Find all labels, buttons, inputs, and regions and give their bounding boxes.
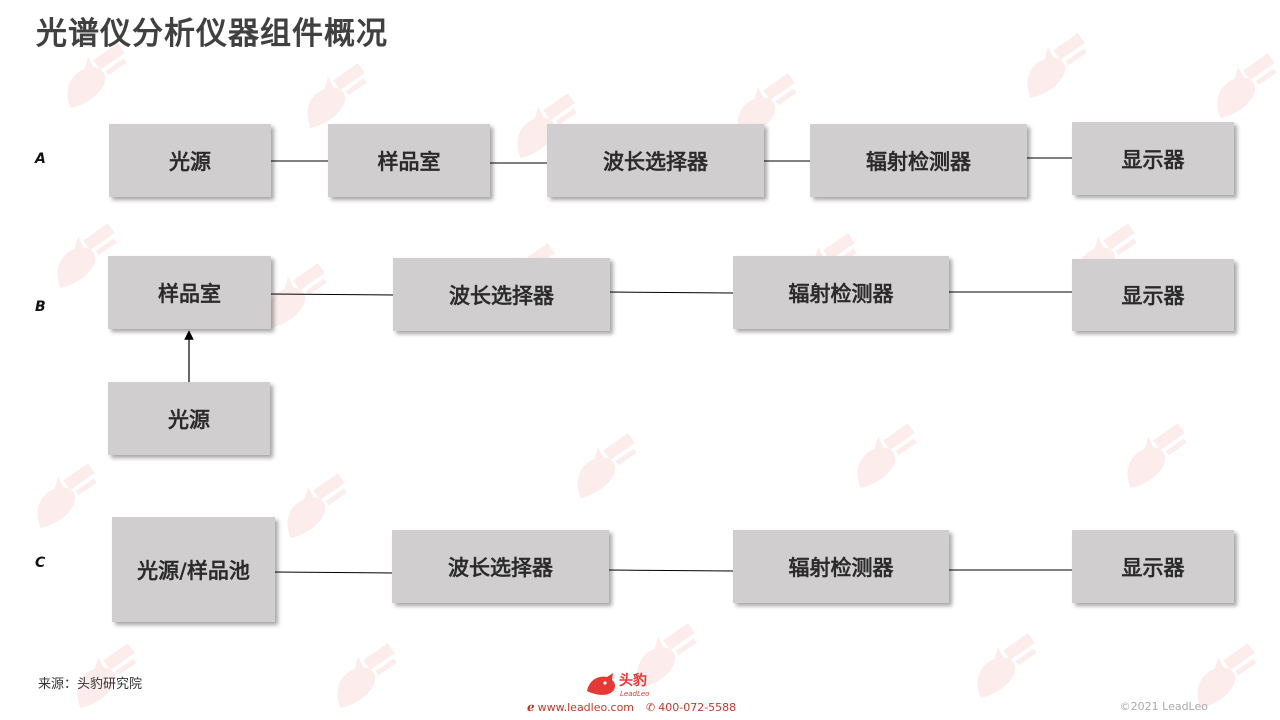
copyright: ©2021 LeadLeo: [1119, 700, 1208, 713]
box-b-light-source: 光源: [108, 382, 270, 455]
watermark-logo-icon: [1010, 30, 1100, 104]
contact-info: ℯ www.leadleo.com ✆ 400-072-5588: [527, 700, 736, 714]
box-a-wavelength-selector: 波长选择器: [547, 124, 764, 197]
box-a-radiation-detector: 辐射检测器: [810, 124, 1027, 197]
phone-number: 400-072-5588: [658, 700, 737, 714]
watermark-logo-icon: [840, 420, 930, 494]
box-b-wavelength-selector: 波长选择器: [393, 258, 610, 331]
watermark-logo-icon: [320, 640, 410, 714]
watermark-logo-icon: [1110, 420, 1200, 494]
box-c-source-sample-cell: 光源/样品池: [112, 517, 275, 622]
box-a-display: 显示器: [1072, 122, 1234, 195]
logo-text: 头豹: [619, 672, 647, 689]
source-note: 来源：头豹研究院: [38, 677, 143, 692]
connector-c-1: [274, 571, 393, 574]
connector-b-1: [270, 293, 394, 296]
row-label-c: C: [35, 555, 46, 571]
watermark-logo-icon: [290, 60, 380, 134]
box-a-light-source: 光源: [109, 124, 271, 197]
watermark-logo-icon: [1180, 640, 1270, 714]
watermark-logo-icon: [500, 90, 590, 164]
box-c-radiation-detector: 辐射检测器: [733, 530, 949, 603]
logo-subtext: LeadLeo: [620, 690, 649, 698]
row-label-b: B: [35, 299, 46, 315]
box-b-radiation-detector: 辐射检测器: [733, 256, 949, 329]
watermark-logo-icon: [250, 260, 340, 334]
web-icon: ℯ: [527, 700, 535, 714]
website-link[interactable]: www.leadleo.com: [537, 700, 635, 714]
connector-b-2: [609, 291, 734, 294]
box-b-sample-chamber: 样品室: [108, 256, 271, 329]
box-c-display: 显示器: [1072, 530, 1234, 603]
box-b-display: 显示器: [1072, 259, 1234, 331]
leopard-logo-icon: 头豹 LeadLeo: [585, 669, 665, 703]
watermark-logo-icon: [1200, 50, 1280, 124]
phone-icon: ✆: [646, 700, 656, 714]
watermark-logo-icon: [620, 620, 710, 694]
watermark-logo-icon: [270, 470, 360, 544]
footer-brand: 头豹 LeadLeo ℯ www.leadleo.com ✆ 400-072-5…: [527, 667, 747, 719]
watermark-logo-icon: [960, 630, 1050, 704]
watermark-logo-icon: [20, 460, 110, 534]
page-title: 光谱仪分析仪器组件概况: [36, 16, 388, 52]
box-a-sample-chamber: 样品室: [328, 124, 490, 197]
watermark-logo-icon: [560, 430, 650, 504]
box-c-wavelength-selector: 波长选择器: [392, 530, 609, 603]
watermark-logo-icon: [50, 40, 140, 114]
watermark-logo-icon: [60, 640, 150, 714]
watermark-logo-icon: [40, 220, 130, 294]
connector-c-2: [608, 569, 734, 572]
row-label-a: A: [35, 151, 46, 167]
